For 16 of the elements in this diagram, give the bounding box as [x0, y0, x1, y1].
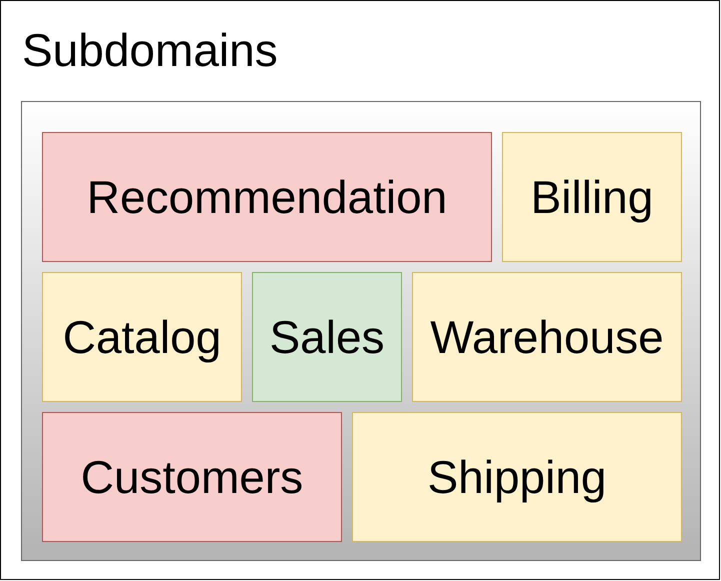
subdomain-box [42, 272, 242, 402]
subdomain-label: Recommendation [86, 170, 448, 224]
subdomain-box [252, 272, 402, 402]
subdomain-box [42, 412, 342, 542]
subdomain-label: Warehouse [430, 310, 664, 364]
subdomain-box [42, 132, 492, 262]
frame-title: Subdomains [22, 27, 278, 73]
subdomain-box [352, 412, 682, 542]
subdomain-box [412, 272, 682, 402]
gradient-panel [21, 101, 701, 561]
subdomain-box [502, 132, 682, 262]
subdomain-label: Catalog [62, 310, 222, 364]
subdomain-label: Sales [269, 310, 385, 364]
subdomain-label: Customers [80, 450, 304, 504]
subdomain-label: Shipping [427, 450, 607, 504]
subdomain-label: Billing [530, 170, 654, 224]
